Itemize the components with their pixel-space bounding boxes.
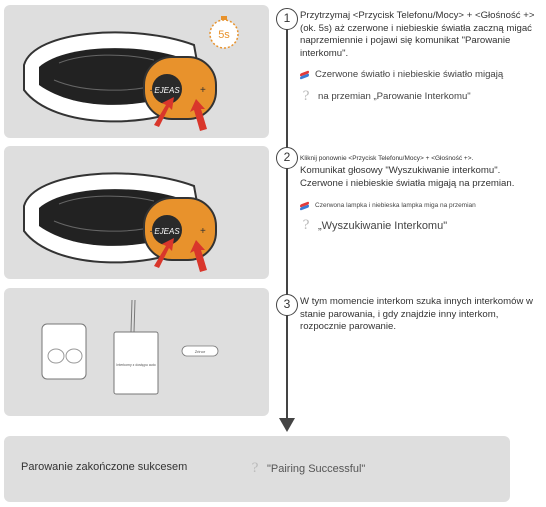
phone-screen-text: Interkomy z dostępu auto [116,363,155,367]
phone-button [181,345,219,357]
press-arrow-icon [190,99,207,131]
step1-led-text: Czerwone światło i niebieskie światło mi… [315,69,504,80]
press-arrow-icon [154,97,174,127]
phone-button-label: Zrinor [195,349,206,354]
device-illustration-panel-1: EJEAS – + 5s [4,5,269,138]
pairing-scene-illustration: Interkomy z dostępu auto Zrinor [41,299,219,395]
step-number-1: 1 [276,8,298,30]
device-logo: EJEAS [154,227,180,236]
headset-illustration-1: EJEAS – + 5s [23,16,239,131]
step2-voice-text: „Wyszukiwanie Interkomu" [318,219,448,232]
step2-voice-row: ? „Wyszukiwanie Interkomu" [300,218,448,233]
step-number-3: 3 [276,294,298,316]
step1-instruction: Przytrzymaj <Przycisk Telefonu/Mocy> + <… [300,10,535,59]
flow-arrow-icon [279,418,295,432]
success-panel: Parowanie zakończone sukcesem ? "Pairing… [4,436,510,502]
step1-voice-row: ? na przemian „Parowanie Interkomu" [300,89,471,104]
plus-sign-label: + [200,85,206,96]
voice-prompt-icon: ? [302,89,310,104]
led-red-blue-icon [300,69,309,80]
led-red-blue-icon [300,200,309,211]
device-illustration-panel-3: Interkomy z dostępu auto Zrinor [4,288,269,416]
step2-instruction-small: Kliknij ponownie <Przycisk Telefonu/Mocy… [300,155,474,162]
device-illustration-panel-2: EJEAS – + [4,146,269,279]
press-arrow-icon [190,240,207,272]
step2-led-row: Czerwona lampka i niebieska lampka miga … [300,200,476,211]
headset-illustration-2: EJEAS – + [23,172,217,272]
success-label: Parowanie zakończone sukcesem [21,461,188,473]
step-number-2: 2 [276,147,298,169]
step2-instruction: Komunikat głosowy "Wyszukiwanie interkom… [300,165,515,189]
phone-icon [113,331,159,395]
voice-prompt-icon: ? [302,218,310,233]
step2-led-text: Czerwona lampka i niebieska lampka miga … [315,202,476,209]
flow-line [286,22,288,420]
step3-instruction: W tym momencie interkom szuka innych int… [300,296,533,332]
minus-sign-label: – [150,226,156,237]
success-voice-row: ? "Pairing Successful" [249,461,366,476]
minus-sign-label: – [150,85,156,96]
step1-voice-text: na przemian „Parowanie Interkomu" [318,91,471,102]
device-logo: EJEAS [154,86,180,95]
case-icon [41,323,87,380]
press-arrow-icon [154,238,174,268]
success-voice-text: "Pairing Successful" [267,462,366,475]
plus-sign-label: + [200,226,206,237]
step1-led-row: Czerwone światło i niebieskie światło mi… [300,69,503,80]
timer-label: 5s [218,29,230,41]
voice-prompt-icon: ? [251,461,259,476]
